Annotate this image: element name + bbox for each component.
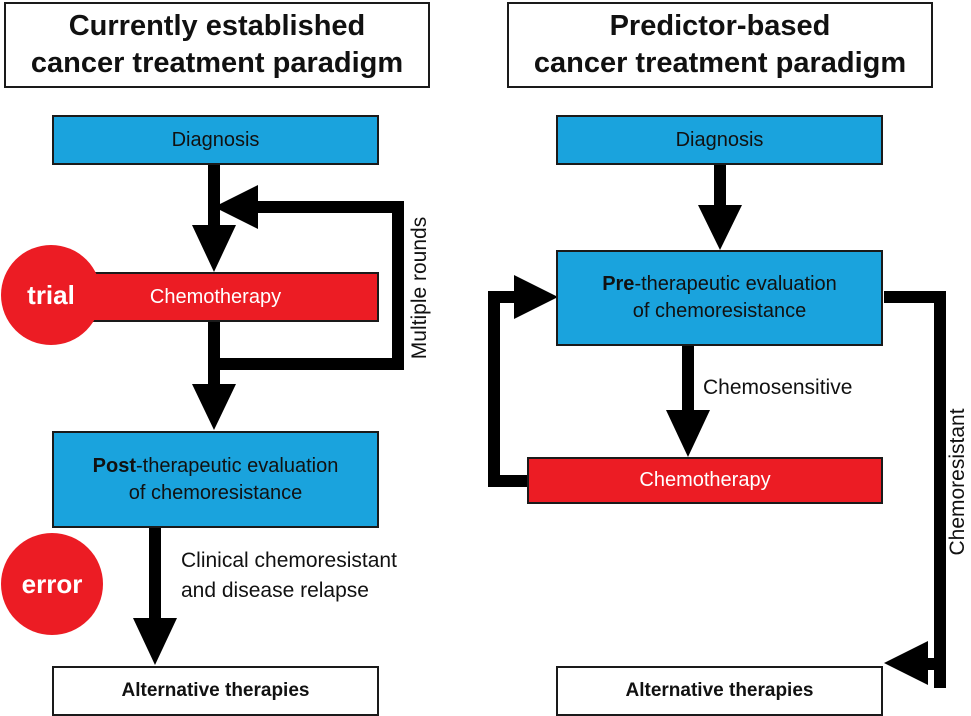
connector-arrows <box>133 165 946 688</box>
trial-badge: trial <box>1 245 101 345</box>
multiple-rounds-label: Multiple rounds <box>408 216 431 360</box>
error-label: error <box>21 568 83 599</box>
left-post-arrowhead <box>133 618 177 665</box>
left-post-line2: of chemoresistance <box>128 481 303 504</box>
chemoresistant-label: Chemoresistant <box>946 408 969 556</box>
right-title-line2: cancer treatment paradigm <box>533 47 907 79</box>
error-badge: error <box>1 533 103 635</box>
left-diagnosis-box[interactable]: Diagnosis <box>52 115 379 165</box>
left-diagnosis-arrowhead <box>192 225 236 272</box>
right-chemotherapy-box[interactable]: Chemotherapy <box>527 457 883 504</box>
trial-label: trial <box>27 279 75 310</box>
right-diagnosis-label: Diagnosis <box>675 128 764 151</box>
right-pre-arrowhead <box>666 410 710 457</box>
right-diagnosis-arrowhead <box>698 205 742 250</box>
right-loop-top <box>488 291 518 303</box>
left-post-evaluation-box[interactable]: Post-therapeutic evaluation of chemoresi… <box>52 431 379 528</box>
left-loop-top <box>255 201 404 213</box>
right-title-box: Predictor-based cancer treatment paradig… <box>507 2 933 88</box>
left-alternative-label: Alternative therapies <box>121 680 310 701</box>
right-diagnosis-box[interactable]: Diagnosis <box>556 115 883 165</box>
left-chemo-shaft <box>208 322 220 384</box>
left-loop-bottom <box>208 358 404 370</box>
left-alternative-box[interactable]: Alternative therapies <box>52 666 379 716</box>
right-diagnosis-shaft <box>714 165 726 207</box>
left-post-shaft <box>149 528 161 622</box>
relapse-line2: and disease relapse <box>181 579 369 602</box>
right-loop-left <box>488 291 500 487</box>
right-pre-evaluation-box[interactable]: Pre-therapeutic evaluation of chemoresis… <box>556 250 883 346</box>
left-diagnosis-shaft <box>208 165 220 227</box>
post-rest-text: -therapeutic evaluation <box>135 454 339 477</box>
pre-bold-word: Pre <box>602 273 635 295</box>
right-pre-line2: of chemoresistance <box>632 300 807 322</box>
left-title-line1: Currently established <box>68 10 366 42</box>
left-chemo-arrowhead <box>192 384 236 430</box>
relapse-label: Clinical chemoresistant and disease rela… <box>181 546 397 606</box>
right-loop-arrowhead <box>514 275 558 319</box>
right-chemotherapy-label: Chemotherapy <box>639 469 771 491</box>
left-chemotherapy-label: Chemotherapy <box>149 285 282 308</box>
right-title-line1: Predictor-based <box>609 10 831 42</box>
right-resist-arrowhead <box>884 641 928 685</box>
right-alternative-box[interactable]: Alternative therapies <box>556 666 883 716</box>
right-resist-right <box>934 291 946 688</box>
right-resist-bottom <box>928 658 946 670</box>
right-resist-top <box>884 291 946 303</box>
left-chemotherapy-box[interactable]: Chemotherapy <box>52 272 379 322</box>
relapse-line1: Clinical chemoresistant <box>181 549 397 572</box>
right-pre-shaft <box>682 346 694 412</box>
left-title-box: Currently established cancer treatment p… <box>4 2 430 88</box>
post-bold-word: Post <box>92 454 136 477</box>
left-loop-arrowhead <box>214 185 258 229</box>
pre-rest-text: -therapeutic evaluation <box>634 273 837 295</box>
chemosensitive-label: Chemosensitive <box>703 376 853 399</box>
left-title-line2: cancer treatment paradigm <box>30 47 404 79</box>
left-loop-right <box>392 201 404 370</box>
right-pre-line1: Pre-therapeutic evaluation <box>602 271 837 298</box>
left-post-line1: Post-therapeutic evaluation <box>93 453 339 480</box>
right-alternative-label: Alternative therapies <box>625 680 814 701</box>
left-diagnosis-label: Diagnosis <box>171 128 260 151</box>
